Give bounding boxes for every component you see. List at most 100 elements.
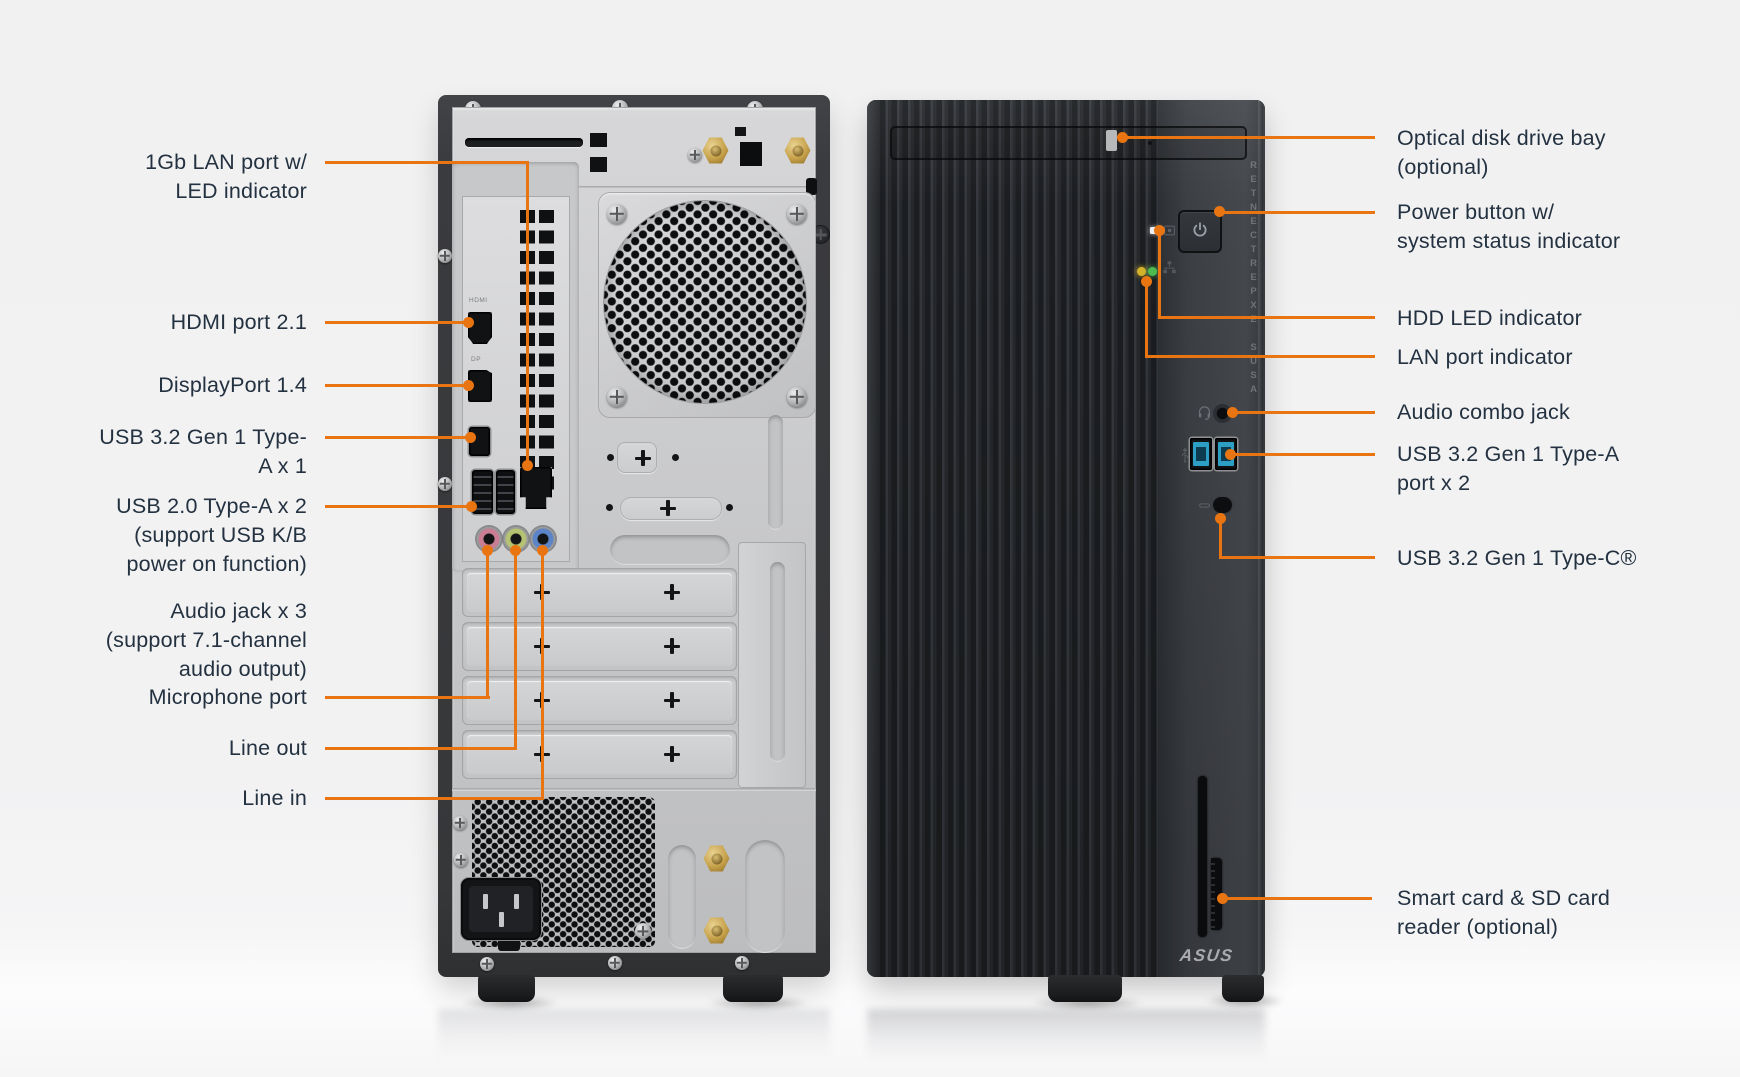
smart-card-slot xyxy=(1198,776,1207,937)
callout-text: power on function) xyxy=(126,552,307,576)
callout-text: USB 3.2 Gen 1 Type- xyxy=(99,425,307,449)
expansion-slot xyxy=(462,730,737,779)
sd-card-slot xyxy=(1211,858,1222,930)
callout-text: USB 3.2 Gen 1 Type-C® xyxy=(1397,546,1637,570)
screw xyxy=(787,387,807,407)
callout-usb32-front: USB 3.2 Gen 1 Type-A port x 2 xyxy=(1397,440,1619,498)
callout-optical-drive: Optical disk drive bay (optional) xyxy=(1397,124,1606,182)
screw-mark xyxy=(664,584,680,600)
stamped-slot xyxy=(768,415,783,530)
callout-usb32-typec: USB 3.2 Gen 1 Type-C® xyxy=(1397,544,1637,573)
dp-port-label: DP xyxy=(471,356,482,363)
usb32-typec-port xyxy=(1213,497,1232,513)
leader-dot xyxy=(466,501,477,512)
expansion-slot xyxy=(462,568,737,617)
screw-mark xyxy=(664,638,680,654)
screw xyxy=(480,957,494,971)
callout-text: reader (optional) xyxy=(1397,915,1559,939)
leader-line xyxy=(1219,556,1375,559)
screw xyxy=(787,204,807,224)
leader-dot xyxy=(463,380,474,391)
callout-text: HDMI port 2.1 xyxy=(170,310,307,334)
leader-line xyxy=(325,384,468,387)
leader-dot xyxy=(1215,513,1226,524)
foot xyxy=(1048,975,1122,1002)
callout-text: (support USB K/B xyxy=(134,523,307,547)
screw xyxy=(735,956,749,970)
leader-line xyxy=(325,696,490,699)
fan-grille-plate xyxy=(598,192,816,418)
leader-dot xyxy=(1141,276,1152,287)
callout-hdd-led: HDD LED indicator xyxy=(1397,304,1582,333)
leader-line xyxy=(325,797,544,800)
leader-line xyxy=(325,505,473,508)
hdmi-port xyxy=(468,312,492,344)
vent-hole xyxy=(590,133,607,147)
expansion-slot xyxy=(462,622,737,671)
screw-mark xyxy=(664,746,680,762)
callout-text: Audio combo jack xyxy=(1397,400,1570,424)
stamp-dot xyxy=(726,504,733,511)
screw xyxy=(453,816,467,830)
lan-led-green xyxy=(1148,267,1157,276)
chassis-slot xyxy=(465,138,583,147)
usb-c-icon xyxy=(1199,503,1210,508)
vent-hole xyxy=(735,127,746,136)
foot xyxy=(1222,975,1264,1002)
leader-dot xyxy=(537,545,548,556)
leader-dot xyxy=(522,460,533,471)
eject-button xyxy=(1106,130,1117,151)
leader-dot xyxy=(510,545,521,556)
callout-text: LED indicator xyxy=(175,179,307,203)
leader-line xyxy=(325,436,471,439)
fan-grille xyxy=(604,201,806,403)
leader-dot xyxy=(1217,893,1228,904)
leader-line xyxy=(1145,282,1148,357)
callout-text: Audio jack x 3 xyxy=(170,599,307,623)
leader-line xyxy=(1158,231,1161,318)
screw xyxy=(438,477,452,491)
screw xyxy=(454,853,468,867)
leader-line xyxy=(1123,136,1375,139)
leader-dot xyxy=(465,432,476,443)
rear-tower-view: HDMI DP xyxy=(438,95,830,977)
ac-power-inlet xyxy=(461,878,541,940)
leader-dot xyxy=(1214,206,1225,217)
vent-grid xyxy=(539,210,554,496)
callout-power-button: Power button w/ system status indicator xyxy=(1397,198,1620,256)
leader-dot xyxy=(1154,225,1165,236)
callout-text: Line in xyxy=(242,786,307,810)
stamped-slot xyxy=(610,535,730,565)
stamp-dot xyxy=(607,454,614,461)
leader-line xyxy=(514,552,517,750)
usb20-port xyxy=(472,470,493,514)
lan-led-yellow xyxy=(1137,267,1146,276)
leader-line xyxy=(325,321,468,324)
screw-mark xyxy=(664,692,680,708)
usb-icon xyxy=(1182,447,1188,463)
leader-line xyxy=(325,747,517,750)
optical-drive-bay xyxy=(890,126,1247,160)
panel-seam xyxy=(452,788,816,791)
screw-mark xyxy=(660,500,676,516)
slot-retention-bracket xyxy=(738,542,806,788)
usb32-typea-front-port xyxy=(1190,438,1212,470)
leader-dot xyxy=(1117,132,1128,143)
io-shield: HDMI DP xyxy=(462,196,570,562)
knockout-hole xyxy=(740,142,762,166)
callout-hdmi: HDMI port 2.1 xyxy=(171,308,307,337)
bezel-edge xyxy=(1258,100,1263,977)
leader-line xyxy=(526,161,529,464)
foot xyxy=(723,975,783,1002)
callout-text: A x 1 xyxy=(258,454,307,478)
usb20-port xyxy=(496,470,515,514)
screw xyxy=(688,148,702,162)
reflection xyxy=(438,1009,830,1075)
callout-usb32-typea: USB 3.2 Gen 1 Type- A x 1 xyxy=(99,423,307,481)
screw xyxy=(607,387,627,407)
antenna-connector xyxy=(702,137,729,164)
stamp-dot xyxy=(606,504,613,511)
leader-line xyxy=(325,161,528,164)
rear-panel: HDMI DP xyxy=(452,107,817,953)
